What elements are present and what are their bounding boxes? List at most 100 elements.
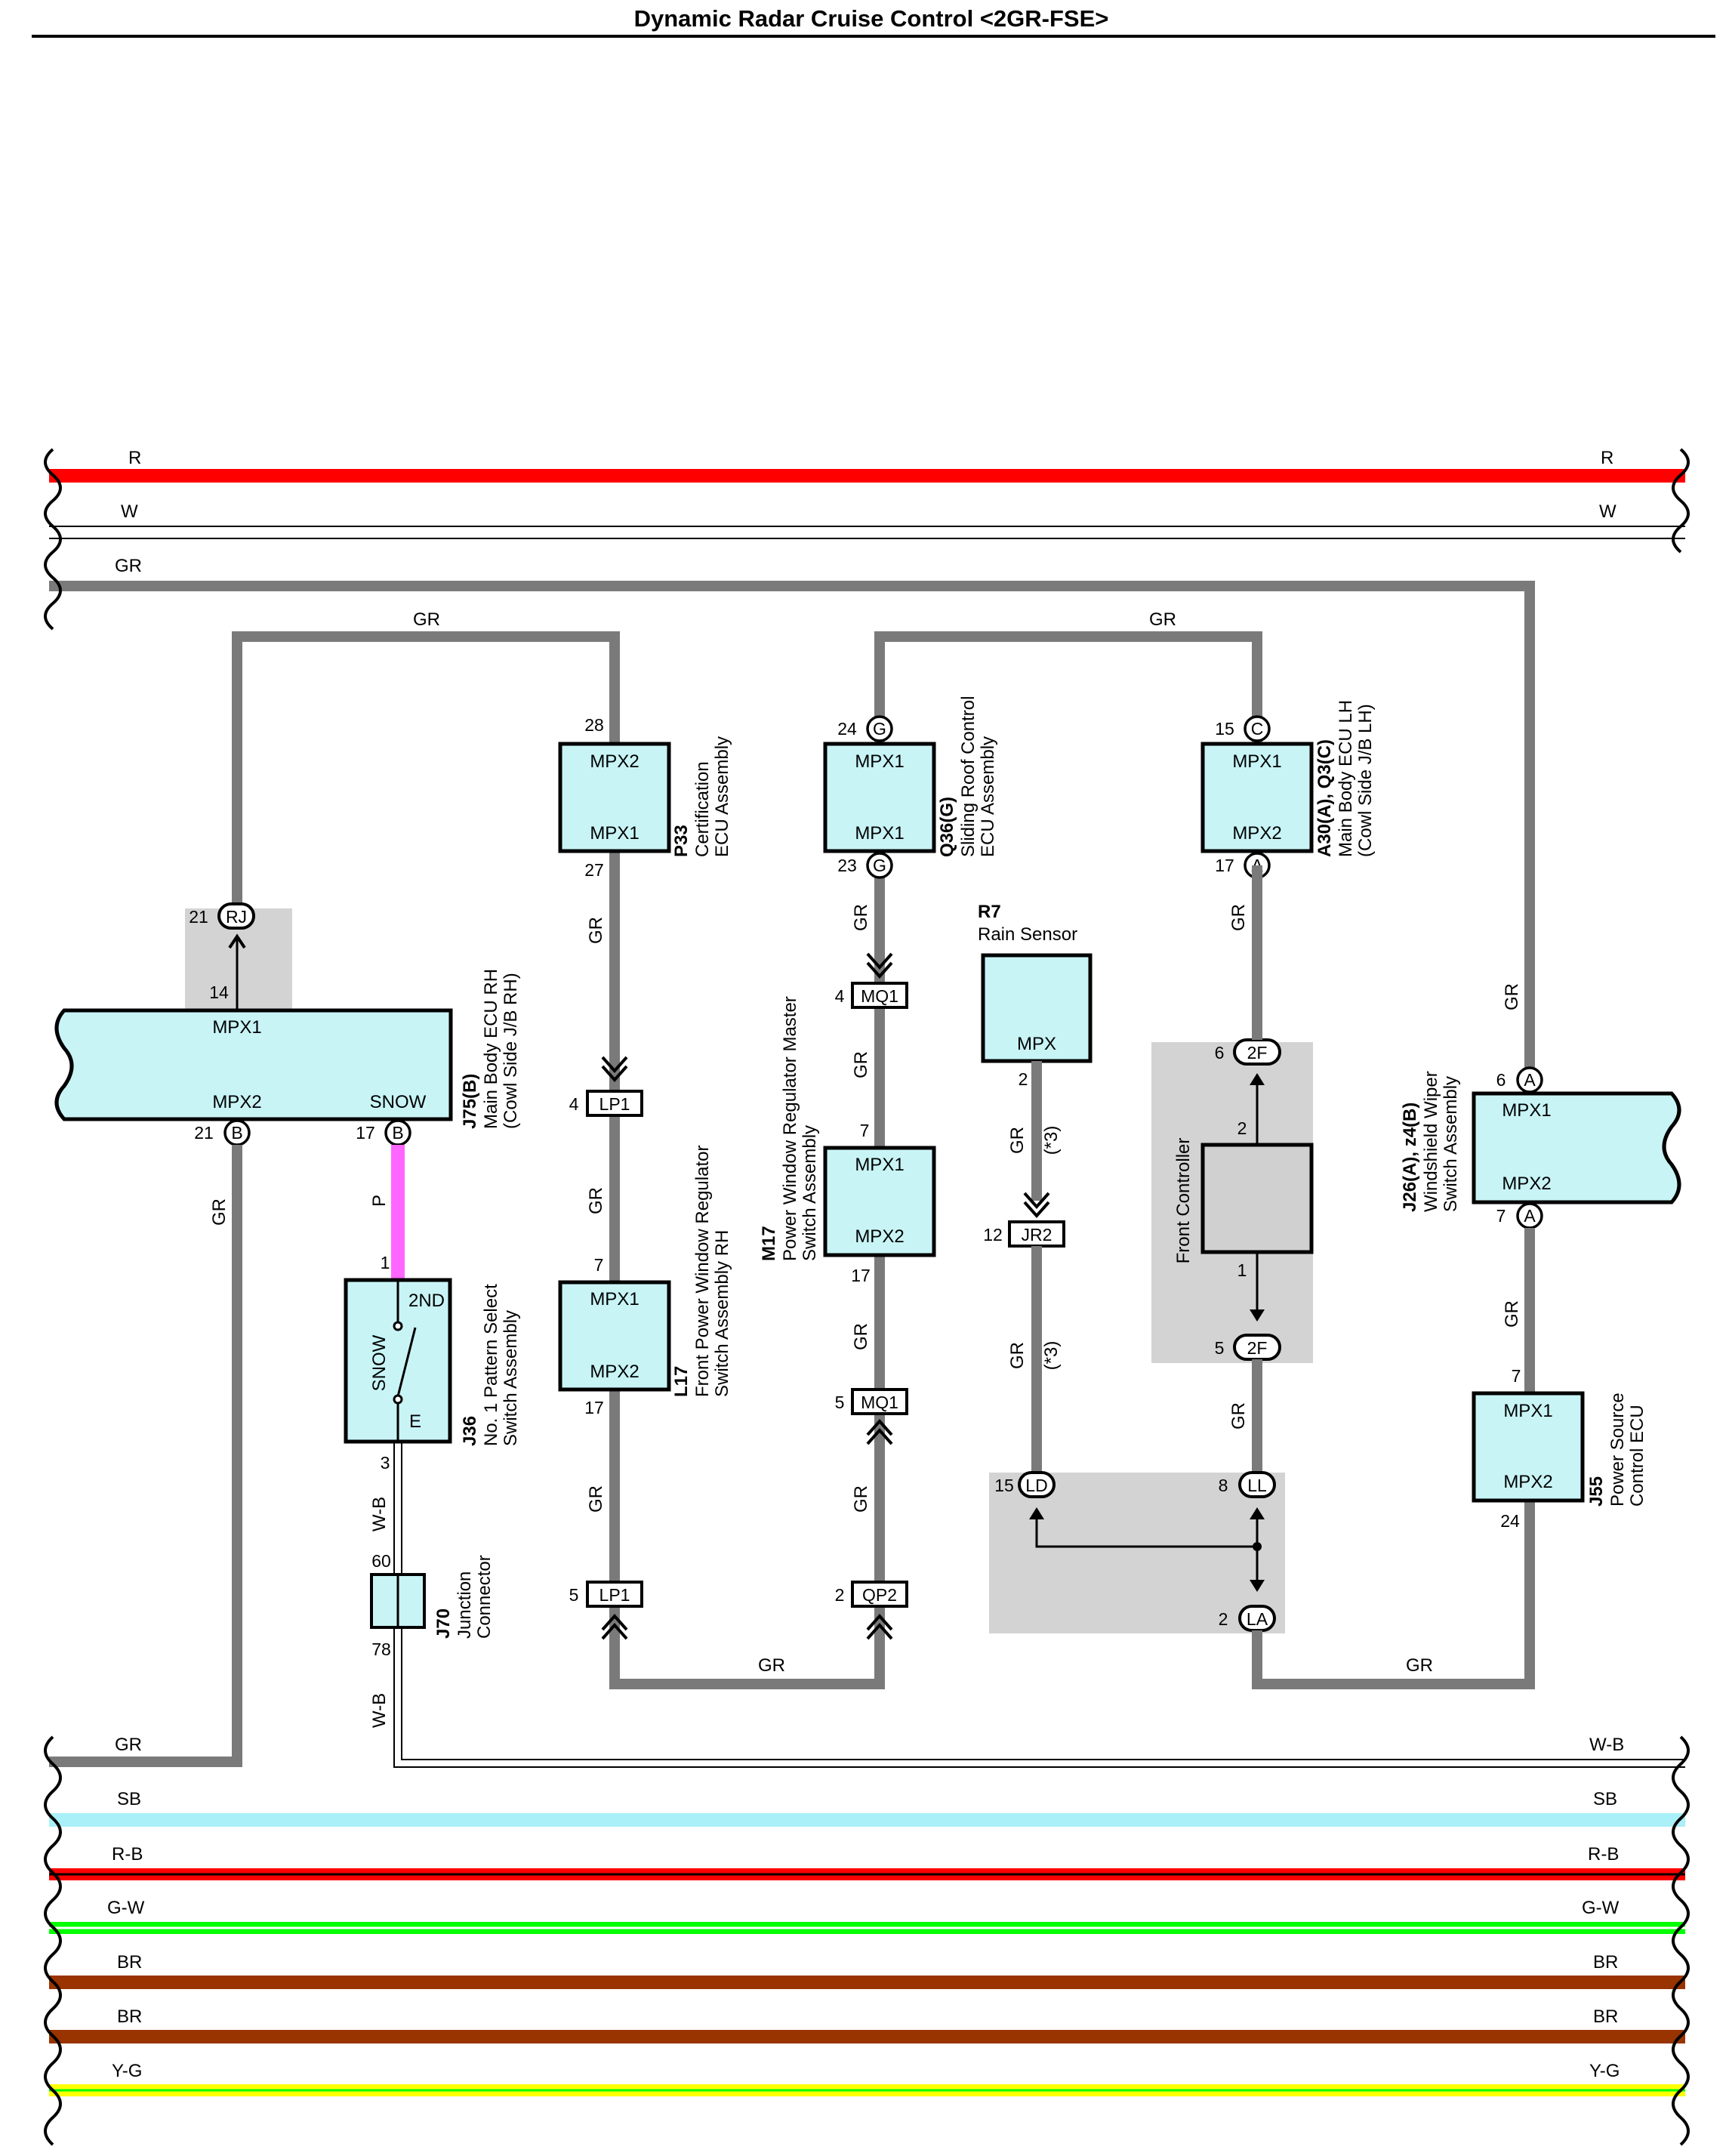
terminal-label: MPX1 — [1503, 1401, 1552, 1421]
wire-label-gr: GR — [1502, 983, 1522, 1010]
r7-rain-sensor: R7 Rain Sensor MPX 2 — [978, 902, 1093, 1089]
pin-number: 78 — [371, 1639, 391, 1659]
a30-main-body-ecu-lh: C 15 MPX1 MPX2 A 17 A30(A), Q3(C) Main B… — [1200, 696, 1376, 879]
gr-wire-j75-down — [49, 1145, 242, 1767]
wb-wire: W-B — [369, 1442, 402, 1575]
bus-label-left: W — [121, 501, 138, 522]
wire-label-gr: GR — [586, 917, 606, 944]
component-text: L17 Front Power Window Regulator Switch … — [671, 1142, 732, 1397]
pin-number: 8 — [1219, 1476, 1228, 1495]
pin-number: 15 — [1215, 719, 1234, 739]
gr-wire-loop-upper — [232, 631, 1262, 1689]
wire-label-gr: GR — [1228, 1402, 1249, 1430]
j36-pattern-select-switch: 1 2ND SNOW E 3 J36 No. 1 Pattern Select … — [344, 1253, 521, 1473]
component-text: J55 Power Source Control ECU — [1586, 1390, 1647, 1507]
terminal-label: MPX2 — [1232, 823, 1281, 844]
wire-label-gr: GR — [586, 1187, 606, 1214]
bottom-bus-br: BR BR — [49, 2006, 1685, 2043]
terminal-label: MPX2 — [590, 751, 639, 772]
wire-label-gr: GR — [1502, 1300, 1522, 1328]
j26-windshield-wiper-switch: A 6 MPX1 MPX2 A 7 J26(A), z4(B) Windshie… — [1400, 1066, 1681, 1229]
pin-number: 17 — [851, 1266, 871, 1285]
bus-label-right: BR — [1593, 1952, 1618, 1972]
conn-label: C — [1251, 719, 1264, 739]
pin-number: 2 — [1219, 1609, 1228, 1629]
bus-label-left: R — [128, 448, 141, 468]
conn-label: G — [873, 719, 886, 739]
pin-number: 24 — [1500, 1511, 1520, 1531]
wire-label-gr: GR — [758, 1655, 785, 1676]
bus-label-right: W — [1599, 501, 1617, 522]
bus-label-left: GR — [115, 556, 142, 576]
bus-label-right: R-B — [1588, 1844, 1619, 1865]
bus-label-right: W-B — [1589, 1735, 1624, 1755]
terminal-label: MPX1 — [1232, 751, 1281, 772]
terminal-label: MPX — [1017, 1034, 1056, 1054]
wire-label-gr: GR — [851, 1485, 871, 1513]
conn-label: RJ — [226, 907, 247, 927]
bus-label-left: BR — [117, 2006, 142, 2027]
bottom-bus-sb: SB SB — [49, 1789, 1685, 1827]
wire-label-gr: GR — [851, 1051, 871, 1078]
wire-label-p: P — [369, 1195, 390, 1207]
pin-number: 17 — [1215, 856, 1234, 875]
pin-number: 1 — [1237, 1260, 1247, 1280]
p33-certification-ecu: MPX2 MPX1 28 27 P33 Certification ECU As… — [558, 715, 732, 880]
pin-number: 3 — [381, 1453, 390, 1473]
j75-main-body-ecu-rh: MPX1 MPX2 SNOW J75(B) Main Body ECU RH (… — [54, 969, 521, 1129]
pin-number: 23 — [837, 856, 857, 875]
pin-number: 2 — [835, 1585, 845, 1605]
conn-label: LP1 — [599, 1094, 630, 1114]
component-text: P33 Certification ECU Assembly — [671, 736, 732, 857]
wire-label-gr: GR — [851, 904, 871, 931]
bus-label-left: R-B — [112, 1844, 143, 1865]
wire-label-gr: GR — [586, 1485, 606, 1513]
pin-number: 5 — [569, 1585, 579, 1605]
jr2-connector: JR2 12 — [983, 1192, 1065, 1248]
pin-number: 21 — [194, 1123, 214, 1143]
pin-number: 2 — [1019, 1069, 1028, 1089]
component-text: J70 Junction Connector — [433, 1555, 495, 1639]
conn-label: LL — [1247, 1476, 1267, 1495]
bottom-bus-gw: G-W G-W — [49, 1898, 1685, 1934]
wire-label-gr: GR — [209, 1198, 230, 1226]
component-text: A30(A), Q3(C) Main Body ECU LH (Cowl Sid… — [1314, 696, 1376, 857]
q36-sliding-roof-ecu: G 24 MPX1 MPX1 G 23 Q36(G) Sliding Roof … — [823, 696, 998, 879]
wb-wire-lower: W-B — [369, 1627, 1685, 1768]
wire-label-note: (*3) — [1041, 1126, 1062, 1155]
pin-number: 14 — [209, 982, 229, 1002]
bus-label-left: GR — [115, 1735, 142, 1755]
pin-number: 17 — [356, 1123, 375, 1143]
bus-label-left: BR — [117, 1952, 142, 1972]
wire-label-wb: W-B — [369, 1497, 390, 1531]
conn-label: LD — [1025, 1476, 1047, 1495]
conn-label: 2F — [1247, 1043, 1268, 1063]
right-break-marks-bottom — [1672, 1735, 1690, 2146]
pin-number: 1 — [381, 1253, 390, 1272]
terminal-label: MPX1 — [590, 823, 639, 844]
pin-number: 12 — [983, 1225, 1003, 1245]
pin-number: 4 — [835, 986, 845, 1006]
pin-number: 5 — [835, 1393, 845, 1412]
conn-label: LP1 — [599, 1585, 630, 1605]
wire-label-gr: GR — [851, 1323, 871, 1350]
page-title: Dynamic Radar Cruise Control <2GR-FSE> — [634, 5, 1109, 32]
wire-label-wb: W-B — [369, 1693, 390, 1728]
j55-power-source-control-ecu: 7 MPX1 MPX2 24 J55 Power Source Control … — [1472, 1366, 1647, 1531]
mq1-connector-lower: MQ1 5 — [835, 1388, 908, 1445]
conn-label: B — [231, 1123, 242, 1143]
conn-label: MQ1 — [861, 986, 898, 1006]
bottom-bus-rb: R-B R-B — [49, 1844, 1685, 1880]
rj-connector: RJ 21 14 — [189, 902, 255, 1010]
conn-label: A — [1524, 1206, 1536, 1226]
terminal-label: MPX1 — [855, 751, 904, 772]
terminal-label: MPX1 — [212, 1017, 261, 1038]
pin-number: 6 — [1496, 1070, 1506, 1090]
lp1-connector-upper: LP1 4 — [569, 1056, 643, 1117]
gr-wire-la-to-j55 — [1252, 1480, 1535, 1689]
terminal-label: MPX2 — [855, 1226, 904, 1247]
pin-number: 5 — [1215, 1338, 1225, 1358]
conn-label: QP2 — [862, 1585, 897, 1605]
right-break-marks-top — [1672, 448, 1690, 554]
bottom-bus-yg: Y-G Y-G — [49, 2061, 1685, 2096]
